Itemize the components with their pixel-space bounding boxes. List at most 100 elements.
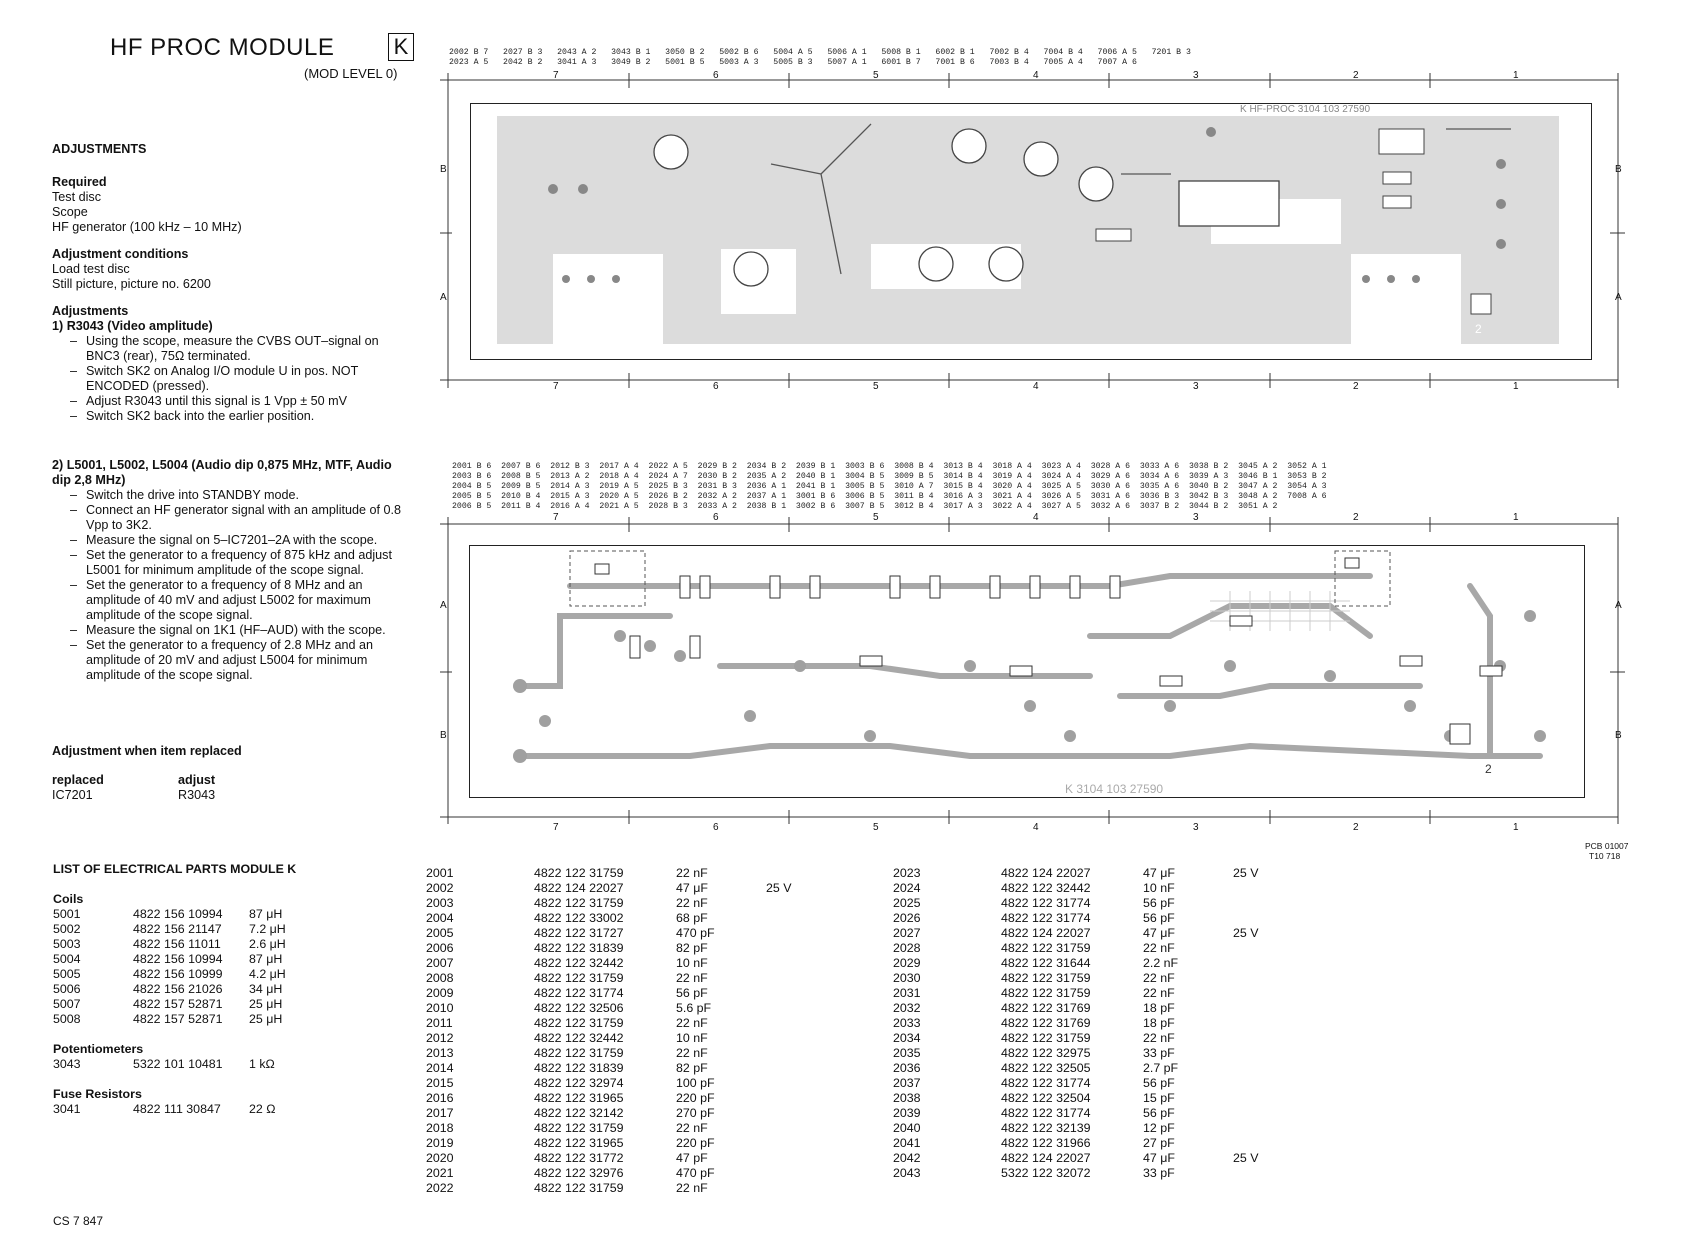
table-cell: 4822 156 10994 [133,952,223,966]
table-cell: 22 nF [1143,1031,1175,1045]
pcb-bottom-tag: 2 [1485,762,1492,776]
table-cell: 10 nF [676,1031,708,1045]
table-cell: 4822 122 31759 [534,1181,624,1195]
table-cell: 33 pF [1143,1046,1175,1060]
table-cell: 100 pF [676,1076,715,1090]
table-cell: 470 pF [676,1166,715,1180]
table-cell: 27 pF [1143,1136,1175,1150]
col-label: 7 [553,381,559,392]
table-cell: 4822 122 31774 [1001,896,1091,910]
adjustments-section: ADJUSTMENTS Required Test disc Scope HF … [52,142,412,424]
table-cell: 4822 122 33002 [534,911,624,925]
col-label: 2 [1353,512,1359,523]
table-cell: 2010 [426,1001,454,1015]
list-item: Switch SK2 on Analog I/O module U in pos… [52,364,412,394]
table-cell: 4822 124 22027 [1001,866,1091,880]
table-cell: 25 μH [249,1012,283,1026]
pcb-bottom-ref-text: K 3104 103 27590 [1065,782,1164,796]
table-cell: 4822 122 31839 [534,1061,624,1075]
table-cell: 2025 [893,896,921,910]
table-cell: 2034 [893,1031,921,1045]
table-cell: 25 V [1233,866,1259,880]
col-label: 5 [873,822,879,833]
row-label-b: B [440,164,447,175]
required-label: Required [52,175,107,189]
bottom-index-row: 2006 B 5 2011 B 4 2016 A 4 2021 A 5 2028… [452,502,1278,511]
fuse-label: Fuse Resistors [53,1087,142,1101]
table-cell: 4822 122 31759 [1001,971,1091,985]
table-cell: 4822 122 31839 [534,941,624,955]
table-cell: 15 pF [1143,1091,1175,1105]
table-cell: 4822 156 10999 [133,967,223,981]
mod-level: (MOD LEVEL 0) [304,66,398,81]
table-cell: 2023 [893,866,921,880]
table-cell: 2008 [426,971,454,985]
col-label: 5 [873,70,879,81]
bottom-index-row: 2001 B 6 2007 B 6 2012 B 3 2017 A 4 2022… [452,462,1327,471]
table-cell: 2.2 nF [1143,956,1179,970]
table-cell: 4822 122 31759 [534,896,624,910]
table-cell: 82 pF [676,1061,708,1075]
table-cell: 25 μH [249,997,283,1011]
table-cell: 2012 [426,1031,454,1045]
list-item: Set the generator to a frequency of 2.8 … [52,638,412,683]
table-cell: 87 μH [249,907,283,921]
table-cell: 2001 [426,866,454,880]
conditions-label: Adjustment conditions [52,247,189,261]
col-label: 1 [1513,822,1519,833]
row-label-b: B [440,730,447,741]
table-cell: 10 nF [1143,881,1175,895]
row-label-a: A [1615,292,1622,303]
bottom-index-row: 2004 B 5 2009 B 5 2014 A 3 2019 A 5 2025… [452,482,1327,491]
table-cell: 4822 122 31966 [1001,1136,1091,1150]
pcb-top-ref-text: K HF-PROC 3104 103 27590 [1240,104,1371,115]
col-label: 7 [553,70,559,81]
col-label: 4 [1033,822,1039,833]
col-label: 1 [1513,512,1519,523]
col-label: 7 [553,512,559,523]
table-cell: 4822 111 30847 [133,1102,221,1116]
table-cell: 4822 122 32442 [1001,881,1091,895]
top-index-row: 2002 B 7 2027 B 3 2043 A 2 3043 B 1 3050… [449,48,1191,57]
table-cell: 22 nF [676,1046,708,1060]
table-cell: 33 pF [1143,1166,1175,1180]
table-cell: 3043 [53,1057,81,1071]
pcb-top-tag: 2 [1475,322,1482,336]
table-cell: 25 V [1233,1151,1259,1165]
module-letter-box: K [388,33,414,61]
table-cell: 4822 122 31965 [534,1136,624,1150]
table-cell: 22 nF [676,1121,708,1135]
table-cell: 47 μF [1143,866,1175,880]
table-cell: 4822 122 31759 [534,866,624,880]
col-label: 3 [1193,381,1199,392]
pots-label: Potentiometers [53,1042,144,1056]
step1-list: Using the scope, measure the CVBS OUT–si… [52,334,412,424]
table-cell: 5005 [53,967,81,981]
row-label-a: A [1615,600,1622,611]
table-cell: 4822 124 22027 [534,881,624,895]
table-cell: 2042 [893,1151,921,1165]
table-cell: 47 μF [1143,1151,1175,1165]
table-cell: 2028 [893,941,921,955]
col-label: 6 [713,381,719,392]
table-cell: 2029 [893,956,921,970]
col-label: 2 [1353,822,1359,833]
table-cell: 25 V [766,881,792,895]
table-cell: 2031 [893,986,921,1000]
table-cell: 4822 122 32506 [534,1001,624,1015]
table-cell: 18 pF [1143,1016,1175,1030]
table-cell: 4822 156 21147 [133,922,222,936]
